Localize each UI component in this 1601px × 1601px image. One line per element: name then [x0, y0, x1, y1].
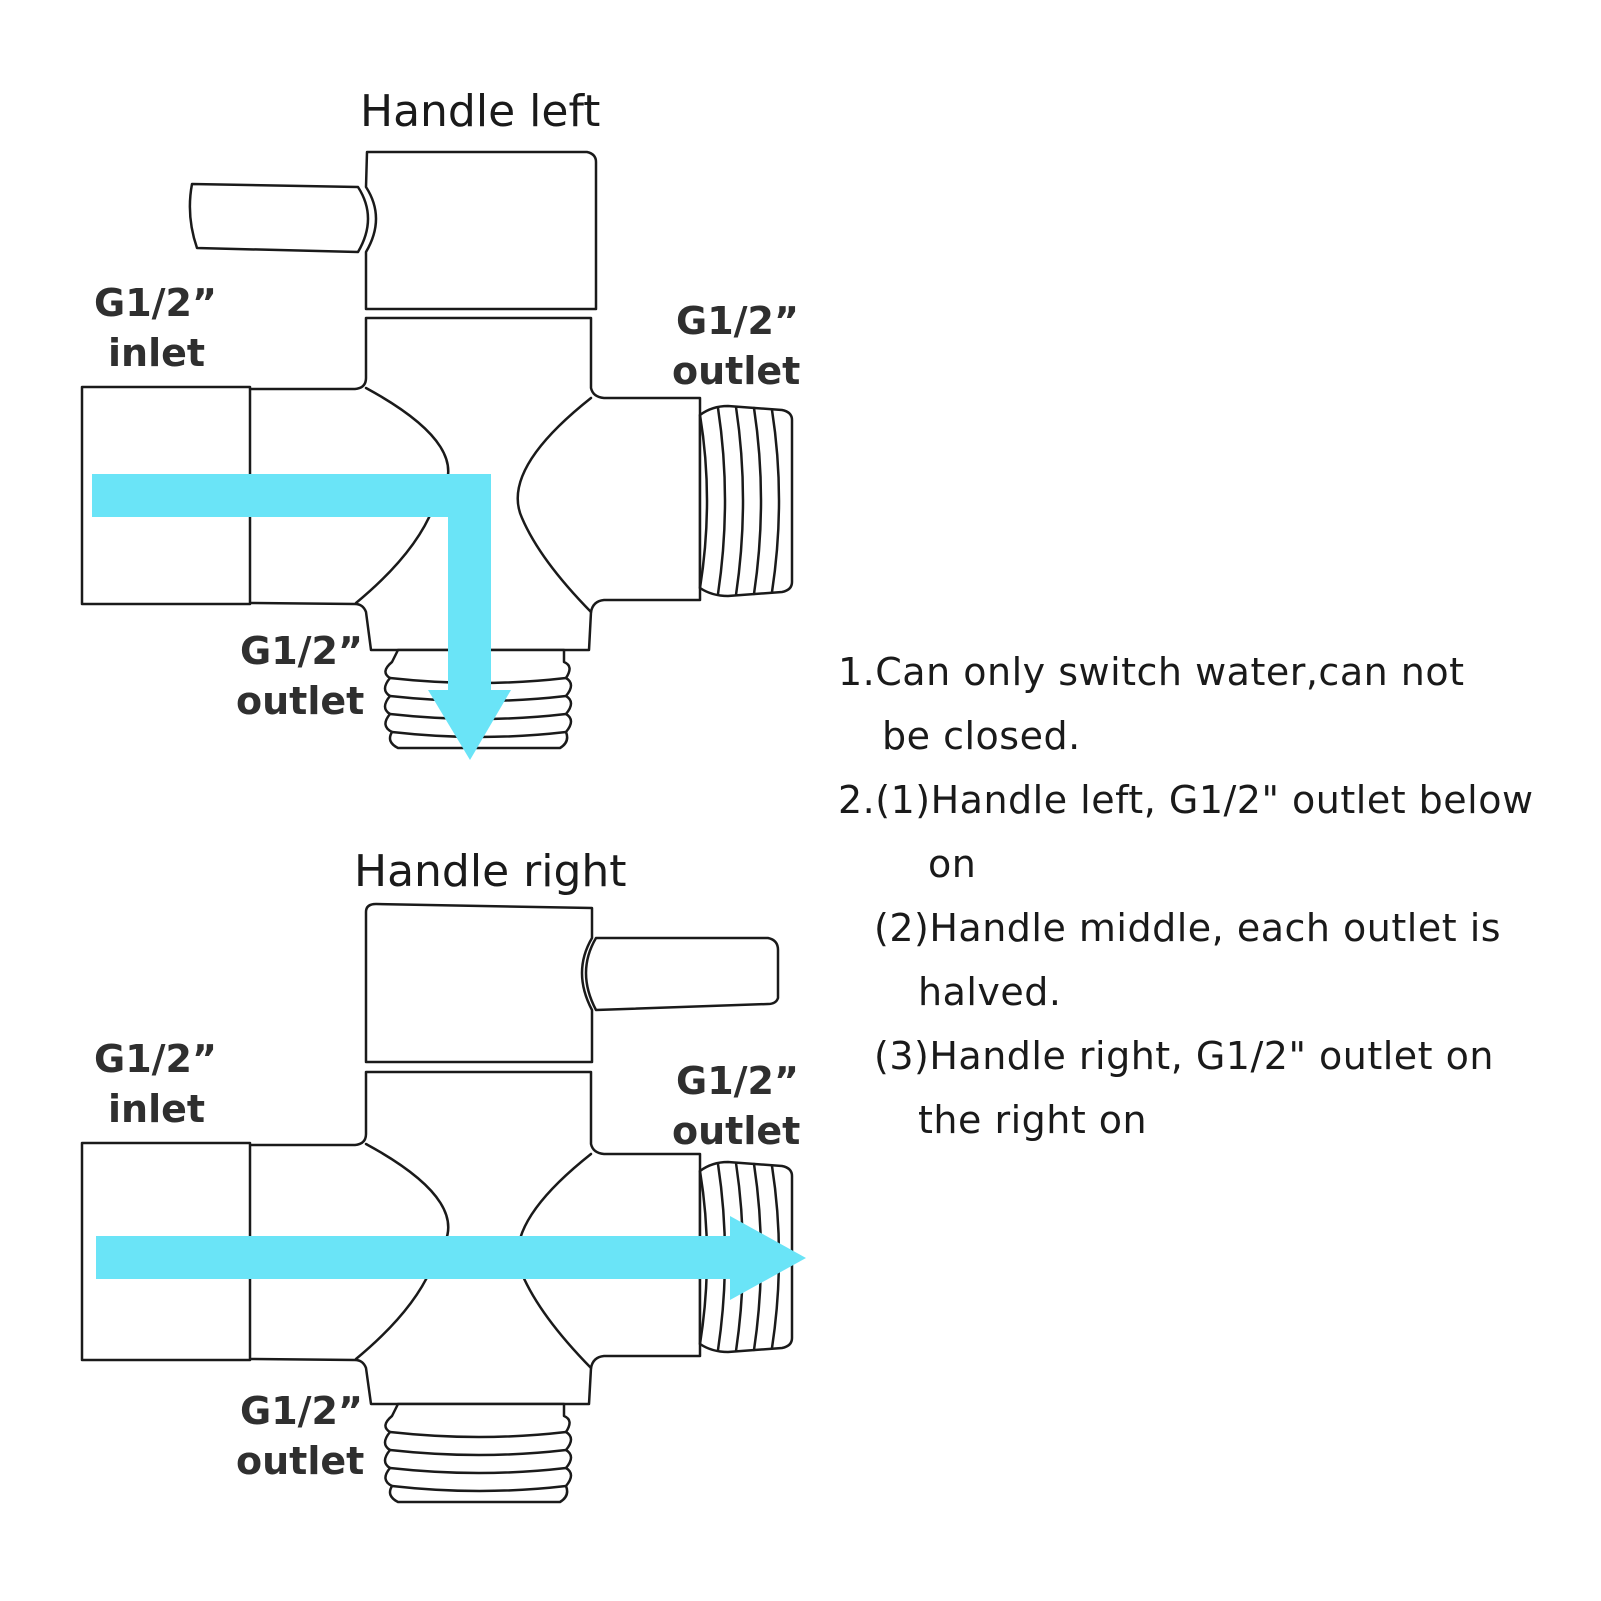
valve-cap [364, 902, 594, 1064]
flow-arrow-down [92, 474, 511, 760]
right-outlet-label-line2: outlet [672, 349, 800, 393]
note-2-2-line-2: halved. [918, 970, 1062, 1014]
bottom-outlet-thread [383, 1402, 573, 1504]
valve-cap [364, 150, 598, 311]
bottom-outlet-label-line1: G1/2” [240, 629, 363, 673]
right-outlet-thread [698, 404, 794, 598]
right-outlet-label-line2: outlet [672, 1109, 800, 1153]
title-handle-right: Handle right [354, 846, 627, 897]
inlet-label-line2: inlet [108, 1087, 205, 1131]
valve-handle-right: Handle right [80, 846, 806, 1504]
instructions-text: 1.Can only switch water,can not be close… [838, 640, 1598, 1152]
flow-arrow-right [96, 1216, 806, 1300]
title-handle-left: Handle left [360, 86, 600, 137]
right-outlet-label-line1: G1/2” [676, 299, 799, 343]
note-2-3-line-1: (3)Handle right, G1/2" outlet on [874, 1034, 1494, 1078]
bottom-outlet-label-line2: outlet [236, 679, 364, 723]
note-2-3-line-2: the right on [918, 1098, 1148, 1142]
bottom-outlet-label-line2: outlet [236, 1439, 364, 1483]
note-1-line-2: be closed. [882, 714, 1081, 758]
note-2-2-line-1: (2)Handle middle, each outlet is [874, 906, 1502, 950]
right-outlet-label-line1: G1/2” [676, 1059, 799, 1103]
inlet-label-line1: G1/2” [94, 1037, 217, 1081]
note-2-1-line-2: on [928, 842, 977, 886]
handle-lever [188, 182, 370, 254]
inlet-label-line2: inlet [108, 331, 205, 375]
handle-lever [584, 936, 780, 1012]
inlet-label-line1: G1/2” [94, 281, 217, 325]
bottom-outlet-label-line1: G1/2” [240, 1389, 363, 1433]
note-1-line-1: 1.Can only switch water,can not [838, 650, 1465, 694]
note-2-1-line-1: 2.(1)Handle left, G1/2" outlet below [838, 778, 1534, 822]
valve-handle-left: Handle left [80, 86, 800, 760]
